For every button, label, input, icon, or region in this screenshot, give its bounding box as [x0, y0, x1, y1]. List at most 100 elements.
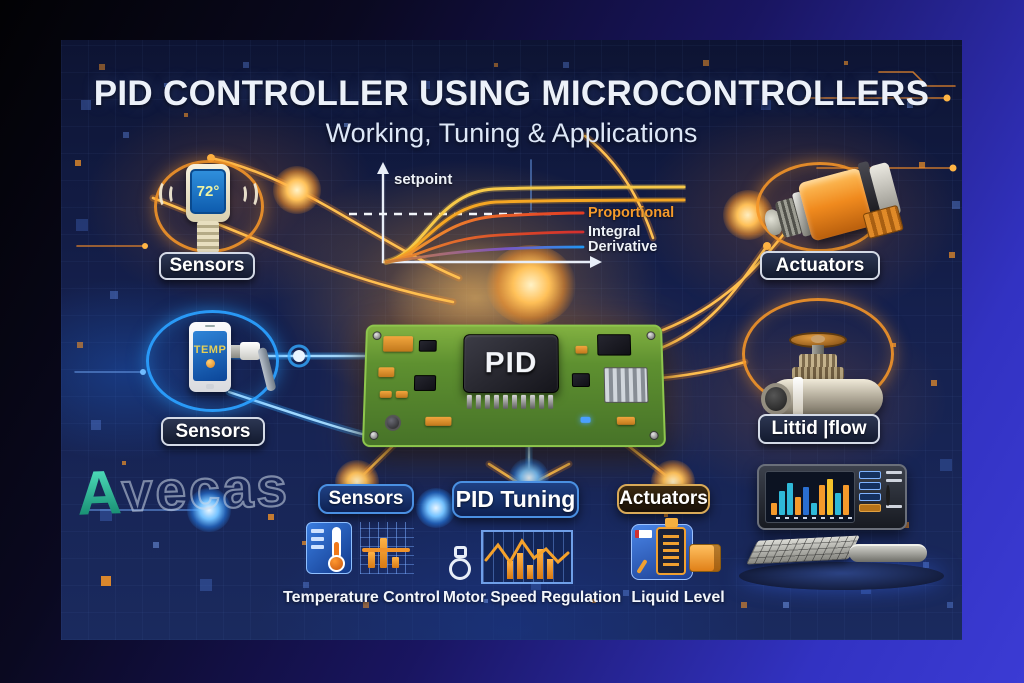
screen-bar: [811, 503, 817, 515]
application-label-motor: Motor Speed Regulation: [443, 589, 622, 606]
pcb-component: [418, 340, 437, 352]
board-screw: [372, 331, 382, 341]
probe-collar: [231, 345, 240, 358]
signal-wave-icon: [159, 180, 172, 208]
thermostat-display: 72°: [190, 169, 226, 214]
thermometer-icon: [332, 527, 341, 559]
pcb-component: [575, 345, 588, 354]
actuator-label: Actuators: [760, 251, 880, 280]
probe-body: [240, 342, 260, 360]
liquid-level-icon: [631, 518, 693, 580]
thermometer-bulb: [328, 555, 345, 572]
microcontroller-board: PID: [361, 324, 667, 448]
monitor-screen: [765, 471, 856, 523]
led-component: [580, 416, 591, 423]
temp-display-text: TEMP: [193, 344, 227, 356]
speed-wave: [484, 538, 570, 565]
pcb-component: [384, 414, 402, 431]
monitor-side-controls: [886, 471, 904, 513]
bar: [380, 538, 387, 568]
screen-bar: [779, 491, 785, 515]
flame-glow: [486, 245, 576, 325]
speed-chart-icon: [481, 530, 573, 584]
knob-icon: [886, 485, 890, 506]
side-line: [886, 505, 902, 508]
spark-glow: [273, 166, 321, 214]
tank-cap: [665, 518, 678, 527]
sensors-button: Sensors: [318, 484, 414, 514]
panel-button: [859, 493, 881, 501]
valve-end-cap: [761, 383, 791, 415]
bar: [537, 549, 543, 579]
legend-proportional: Proportional: [588, 205, 675, 221]
screen-bar: [835, 493, 841, 515]
bar: [392, 557, 399, 568]
sensor-bottom-label: Sensors: [161, 417, 265, 446]
heatsink-component: [603, 367, 649, 403]
screen-bar: [803, 487, 809, 515]
tank-slat: [663, 549, 679, 552]
panel-button: [859, 504, 881, 512]
pcb-component: [395, 390, 408, 398]
valve-flange: [793, 377, 803, 419]
bar: [517, 553, 523, 579]
motor-icon: [449, 546, 475, 582]
station-base-unit: [849, 544, 927, 562]
valve-collar: [792, 367, 844, 380]
pcb-component: [413, 375, 437, 391]
decor-blue-squares: [61, 40, 71, 50]
page-title: PID CONTROLLER USING MICROCONTROLLERS: [93, 74, 930, 113]
screen-ticks: [776, 517, 856, 519]
screen-bar: [827, 479, 833, 515]
station-platform: [739, 562, 944, 590]
keyboard-icon: [745, 535, 861, 565]
actuator-motor-icon: [754, 140, 923, 268]
tank-slat: [663, 535, 679, 538]
application-label-temperature: Temperature Control: [283, 589, 441, 606]
flow-valve-icon: [761, 332, 893, 444]
spark-glow-blue: [416, 488, 456, 528]
y-axis-arrow: [377, 162, 389, 174]
liquid-outlet-block: [689, 544, 721, 572]
phone-speaker: [205, 325, 215, 327]
chip-pins: [466, 394, 554, 409]
pcb-component: [382, 336, 414, 352]
pid-tuning-button: PID Tuning: [452, 481, 579, 518]
valve-stem: [812, 345, 824, 356]
x-axis-arrow: [590, 256, 602, 268]
tank-slat: [663, 556, 679, 559]
control-panel-monitor: [757, 464, 907, 530]
side-line: [886, 479, 902, 482]
bar-line: [362, 548, 410, 552]
brand-initial: A: [75, 458, 124, 529]
temp-probe-sensor-icon: TEMP: [189, 322, 231, 392]
thermostat-sensor-icon: 72°: [186, 164, 230, 222]
pcb-component: [597, 334, 632, 356]
pcb-component: [379, 390, 392, 398]
legend-integral: Integral: [588, 224, 641, 240]
tank-slat: [663, 542, 679, 545]
watermark-logo: A vecas: [75, 454, 292, 529]
tank-icon: [656, 527, 686, 575]
signal-wave-icon: [169, 184, 178, 204]
board-screw: [646, 331, 656, 341]
monitor-buttons: [859, 471, 883, 515]
signal-wave-icon: [238, 184, 247, 204]
phone-home-button: [206, 384, 214, 389]
tank-lever: [636, 559, 648, 574]
pcb-component: [425, 416, 452, 426]
page-subtitle: Working, Tuning & Applications: [325, 118, 698, 148]
temp-display-dot: [205, 359, 215, 368]
bar: [507, 561, 513, 579]
board-screw: [649, 430, 659, 440]
legend-derivative: Derivative: [588, 239, 658, 255]
temp-probe-display: TEMP: [193, 331, 227, 381]
pcb-component: [378, 367, 395, 378]
setpoint-label: setpoint: [394, 171, 453, 188]
board-screw: [369, 430, 379, 440]
pid-chip: PID: [462, 334, 560, 393]
valve-hub: [811, 335, 825, 343]
tank-slat: [663, 563, 679, 566]
infographic-poster: PID CONTROLLER USING MICROCONTROLLERS Wo…: [61, 40, 962, 640]
